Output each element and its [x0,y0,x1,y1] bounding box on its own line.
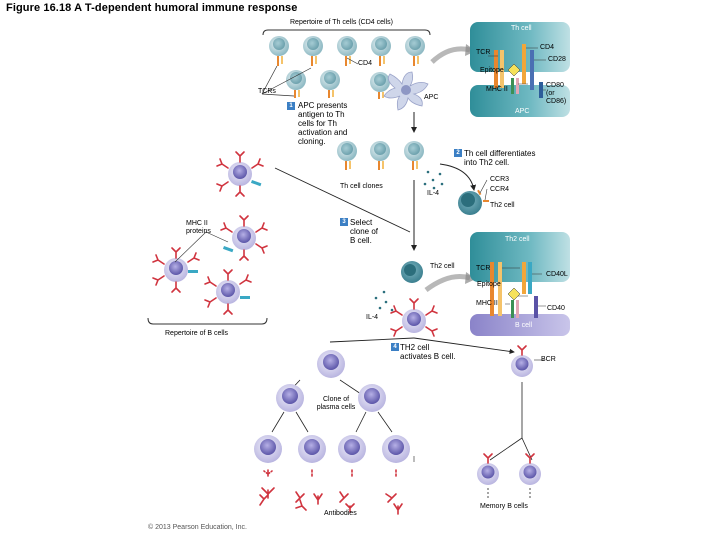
th-cell [371,36,391,66]
inset1-tcr: TCR [476,49,491,56]
ccr4-label: CCR4 [490,186,510,193]
mhcii-proteins-label: MHC II proteins [186,220,211,235]
inset2-il4: IL-4 [366,314,379,321]
antibodies-label: Antibodies [324,510,357,517]
inset-th2-bcell [470,232,570,336]
step-badge-2: 2 [454,149,462,157]
flow-arrow [413,337,515,355]
inset1-cd80: CD80 (or CD86) [546,82,567,105]
th-clone [404,141,424,170]
tcr-pointer [261,65,312,97]
plasma-cell [298,435,326,463]
step-badge-3: 3 [340,218,348,226]
plasma-clone-label: Clone of plasma cells [316,396,356,411]
th-repertoire-bracket [262,29,431,36]
b-cell [511,355,533,377]
step-2-text: Th cell differentiates into Th2 cell. [464,149,536,167]
th-repertoire-label: Repertoire of Th cells (CD4 cells) [290,19,393,26]
bcr-cluster [390,298,438,337]
b-cell [216,280,250,304]
inset1-header: Th cell [511,25,532,32]
plasma-cell [338,435,366,463]
b-cell [228,162,262,187]
b-cell [164,258,198,282]
inset1-footer: APC [515,108,530,115]
zoom-arrow [424,274,471,293]
b-cell [222,226,256,253]
flow-line [329,337,415,343]
bcr-label: BCR [541,356,556,363]
inset1-mhcii: MHC II [486,86,508,93]
th-cell [303,36,323,66]
b-repertoire-label: Repertoire of B cells [165,330,229,337]
bcr-cluster [152,151,268,315]
mhcii-pointer [174,231,229,263]
memory-b-cell [477,463,499,485]
ccr3-label: CCR3 [490,176,510,183]
plasma-cell [358,384,386,412]
th2-label: Th2 cell [490,202,515,209]
inset2-cd40: CD40 [547,305,565,312]
antibodies [259,469,403,515]
th2-cell [401,261,423,283]
memory-b-cell [519,463,541,485]
plasma-cell [276,384,304,412]
flow-arrow [439,163,477,191]
plasma-cell [254,435,282,463]
step-badge-4: 4 [391,343,399,351]
il4-label: IL-4 [427,190,440,197]
apc-label: APC [424,94,439,101]
il4-molecules [374,290,394,312]
plasma-cell [382,435,410,463]
step-4-text: TH2 cell activates B cell. [400,343,456,361]
step-badge-1: 1 [287,102,295,110]
th-clones-label: Th cell clones [340,183,383,190]
inset2-header: Th2 cell [505,236,530,243]
th-cell [370,72,390,99]
inset1-epitope: Epitope [480,67,504,74]
plasma-cell [317,350,345,378]
th-cell [405,36,425,66]
step-1-text: APC presents antigen to Th cells for Th … [298,101,348,146]
inset1-cd28: CD28 [548,56,566,63]
cd4-label: CD4 [358,60,373,67]
il4-molecules [423,170,444,190]
inset1-cd4: CD4 [540,44,555,51]
inset-th-apc [470,22,570,117]
selected-b-cell [402,309,426,333]
flow-line [274,167,411,233]
inset2-mhcii: MHC II [476,300,498,307]
inset2-epitope: Epitope [477,281,501,288]
th-clone [370,141,390,170]
th-cell [320,70,340,98]
th-clone [337,141,357,170]
th2-cell [458,189,489,215]
copyright: © 2013 Pearson Education, Inc. [148,524,247,531]
inset2-footer: B cell [515,322,533,329]
apc-cell [383,71,429,111]
cd4-pointer [346,57,359,65]
inset2-tcr: TCR [476,265,491,272]
figure-title: Figure 16.18 A T-dependent humoral immun… [6,2,298,14]
th-cell [286,70,306,98]
tcrs-label: TCRs [258,88,276,95]
inset2-th2-side: Th2 cell [430,263,455,270]
zoom-arrow [430,46,471,64]
b-repertoire-bracket [147,317,268,325]
step-3-text: Select clone of B cell. [350,218,379,245]
th-cell [269,36,289,66]
memory-b-cells-label: Memory B cells [480,503,528,510]
inset2-cd40l: CD40L [546,271,568,278]
